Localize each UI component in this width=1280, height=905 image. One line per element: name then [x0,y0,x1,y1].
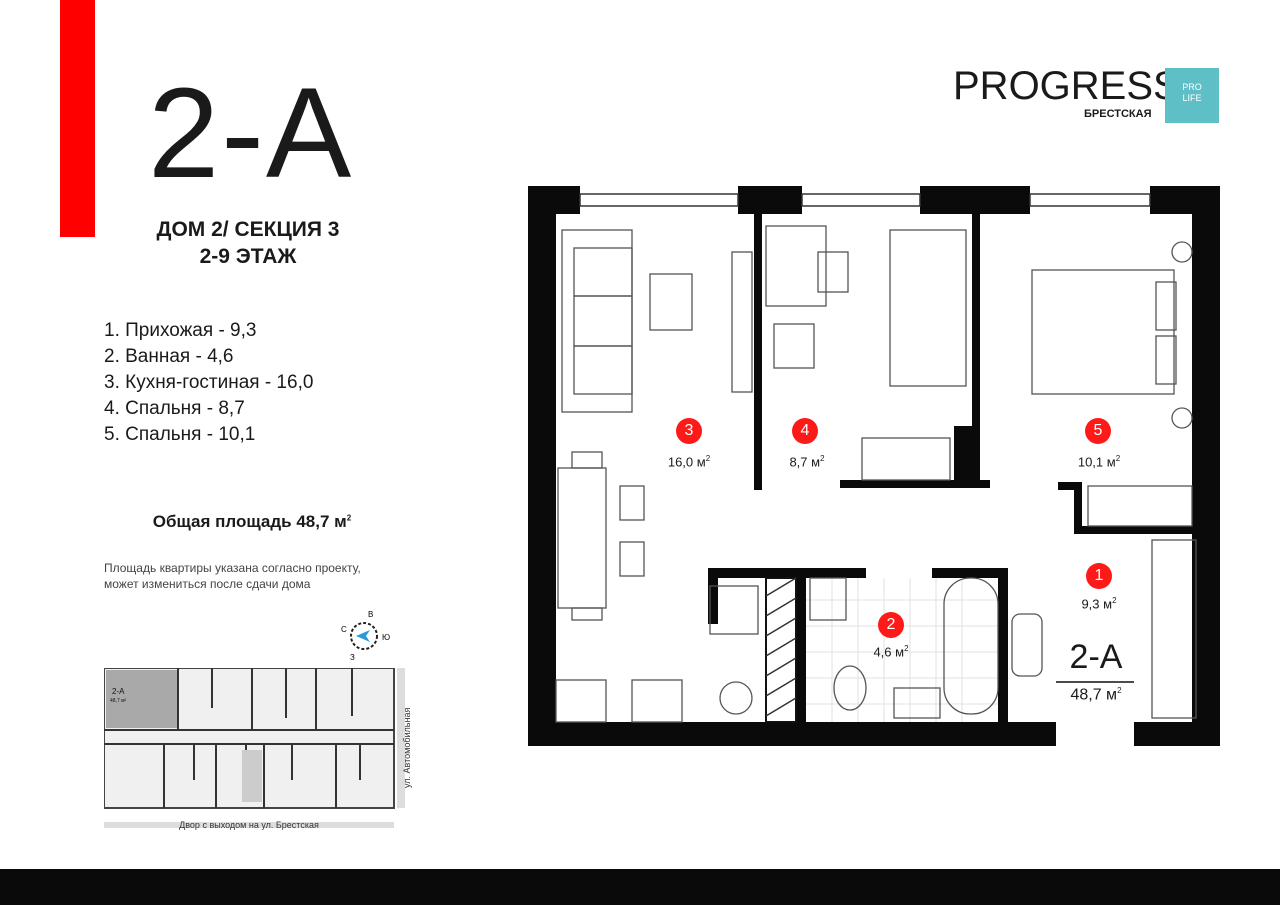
compass-icon: В С Ю З [341,610,390,662]
street-strip: ул. Автомобильная [397,668,412,808]
room-badge: 4 [792,418,818,444]
brand-box-line: PRO [1182,82,1202,92]
compass-east: В [368,610,373,619]
compass-north: С [341,625,347,634]
room-badge: 3 [676,418,702,444]
total-area-label: Общая площадь 48,7 м [152,512,347,531]
minimap-apt-area: 48,7 м² [110,698,127,704]
room-area-label: 9,3 м2 [1081,596,1117,612]
room-item: 1. Прихожая - 9,3 [104,320,257,341]
brand-logo-box: PRO LIFE [1165,68,1219,123]
floor-plan: 3 16,0 м2 4 8,7 м2 5 10,1 м2 2 4,6 м2 1 … [528,186,1220,748]
apartment-code: 2-А [148,62,354,205]
compass-south: Ю [382,633,390,642]
courtyard-label: Двор с выходом на ул. Брестская [179,820,319,830]
rooms-list: 1. Прихожая - 9,3 2. Ванная - 4,6 3. Кух… [104,318,313,448]
plan-apt-total: 48,7 м2 [1070,686,1122,704]
highlighted-apartment [106,670,178,728]
minimap-apt-code: 2-А [112,687,125,696]
room-area-label: 4,6 м2 [873,644,909,660]
room-badge: 5 [1085,418,1111,444]
footer-bar [0,869,1280,905]
brand-subtitle: БРЕСТСКАЯ [1084,108,1152,120]
house-section-label: ДОМ 2/ СЕКЦИЯ 3 [156,218,340,241]
house-section-info: ДОМ 2/ СЕКЦИЯ 3 2-9 ЭТАЖ [100,216,396,270]
room-area-label: 10,1 м2 [1077,454,1121,470]
room-item: 2. Ванная - 4,6 [104,346,234,367]
brand-box-line: LIFE [1182,93,1202,103]
room-item: 3. Кухня-гостиная - 16,0 [104,372,314,393]
red-accent-bar [60,0,95,237]
room-area-label: 8,7 м2 [789,454,825,470]
street-label: ул. Автомобильная [402,708,412,788]
room-badge: 2 [878,612,904,638]
plan-apt-code: 2-А [1069,638,1123,676]
brand-name: PROGRESS [953,64,1180,108]
disclaimer-line: может измениться после сдачи дома [104,577,311,591]
area-disclaimer: Площадь квартиры указана согласно проект… [104,560,404,592]
floors-label: 2-9 ЭТАЖ [199,245,297,268]
floor-plan-drawing [528,186,1220,746]
disclaimer-line: Площадь квартиры указана согласно проект… [104,561,361,575]
total-area-sup: 2 [346,513,352,523]
compass-west: З [350,653,355,662]
room-area-label: 16,0 м2 [667,454,711,470]
courtyard-strip [104,822,394,828]
room-item: 4. Спальня - 8,7 [104,398,245,419]
room-badge: 1 [1086,563,1112,589]
total-area: Общая площадь 48,7 м2 [104,512,400,532]
section-minimap: 2-А 48,7 м² [104,668,395,809]
room-item: 5. Спальня - 10,1 [104,424,256,445]
